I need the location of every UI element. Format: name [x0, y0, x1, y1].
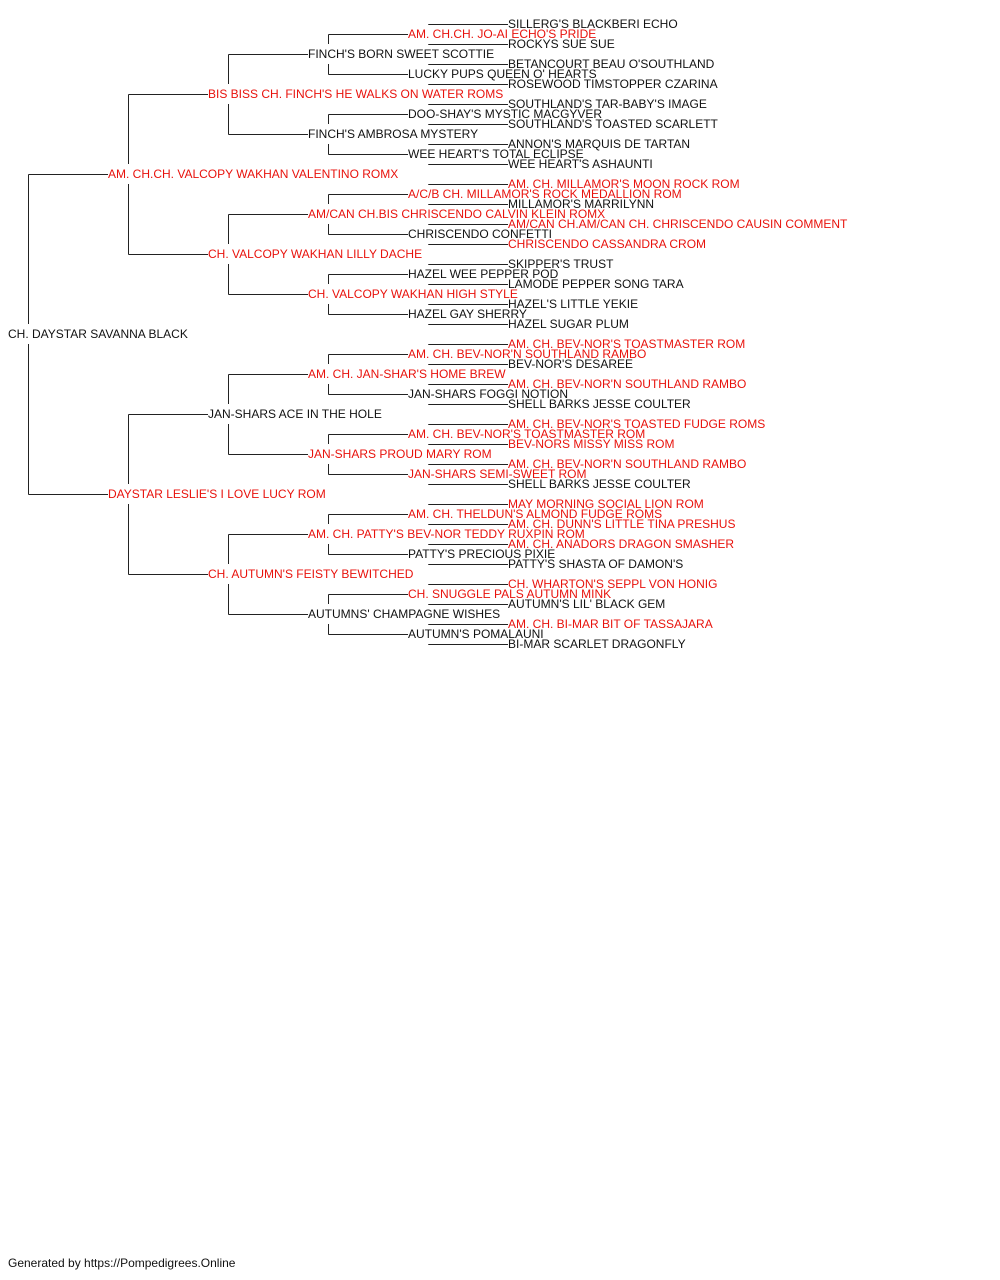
ancestor-name: A/C/B CH. MILLAMOR'S ROCK MEDALLION ROM [408, 187, 682, 201]
ancestor-name: ANNON'S MARQUIS DE TARTAN [508, 137, 690, 151]
ancestor-name: AM. CH.CH. VALCOPY WAKHAN VALENTINO ROMX [108, 167, 398, 181]
ancestor-name: AUTUMN'S POMALAUNI [408, 627, 544, 641]
ancestor-name: SHELL BARKS JESSE COULTER [508, 397, 691, 411]
ancestor-name: AUTUMN'S LIL' BLACK GEM [508, 597, 665, 611]
ancestor-name: AM. CH. BEV-NOR'N SOUTHLAND RAMBO [508, 457, 746, 471]
ancestor-name: JAN-SHARS PROUD MARY ROM [308, 447, 492, 461]
generated-by-footer: Generated by https://Pompedigrees.Online [8, 1256, 236, 1270]
ancestor-name: DOO-SHAY'S MYSTIC MACGYVER [408, 107, 602, 121]
ancestor-name: AUTUMNS' CHAMPAGNE WISHES [308, 607, 500, 621]
ancestor-name: CH. AUTUMN'S FEISTY BEWITCHED [208, 567, 414, 581]
ancestor-name: JAN-SHARS ACE IN THE HOLE [208, 407, 382, 421]
subject-dog-name: CH. DAYSTAR SAVANNA BLACK [8, 327, 188, 341]
ancestor-name: AM. CH.CH. JO-AI ECHO'S PRIDE [408, 27, 596, 41]
ancestor-name: AM/CAN CH.AM/CAN CH. CHRISCENDO CAUSIN C… [508, 217, 848, 231]
ancestor-name: PATTY'S PRECIOUS PIXIE [408, 547, 555, 561]
ancestor-name: AM. CH. BI-MAR BIT OF TASSAJARA [508, 617, 713, 631]
ancestor-name: AM. CH. MILLAMOR'S MOON ROCK ROM [508, 177, 740, 191]
ancestor-name: DAYSTAR LESLIE'S I LOVE LUCY ROM [108, 487, 326, 501]
ancestor-name: WEE HEART'S TOTAL ECLIPSE [408, 147, 584, 161]
ancestor-name: HAZEL'S LITTLE YEKIE [508, 297, 638, 311]
ancestor-name: AM. CH. BEV-NOR'S TOASTED FUDGE ROMS [508, 417, 765, 431]
ancestor-name: AM/CAN CH.BIS CHRISCENDO CALVIN KLEIN RO… [308, 207, 605, 221]
ancestor-name: SHELL BARKS JESSE COULTER [508, 477, 691, 491]
ancestor-name: FINCH'S BORN SWEET SCOTTIE [308, 47, 494, 61]
ancestor-name: LUCKY PUPS QUEEN O' HEARTS [408, 67, 597, 81]
ancestor-name: HAZEL SUGAR PLUM [508, 317, 629, 331]
ancestor-name: CH. VALCOPY WAKHAN LILLY DACHE [208, 247, 422, 261]
ancestor-name: CH. WHARTON'S SEPPL VON HONIG [508, 577, 717, 591]
ancestor-name: CH. VALCOPY WAKHAN HIGH STYLE [308, 287, 518, 301]
ancestor-name: SOUTHLAND'S TAR-BABY'S IMAGE [508, 97, 707, 111]
ancestor-name: BI-MAR SCARLET DRAGONFLY [508, 637, 686, 651]
ancestor-name: AM. CH. PATTY'S BEV-NOR TEDDY RUXPIN ROM [308, 527, 585, 541]
ancestor-name: AM. CH. BEV-NOR'N SOUTHLAND RAMBO [408, 347, 646, 361]
ancestor-name: AM. CH. JAN-SHAR'S HOME BREW [308, 367, 506, 381]
ancestor-name: LAMODE PEPPER SONG TARA [508, 277, 684, 291]
ancestor-name: SOUTHLAND'S TOASTED SCARLETT [508, 117, 719, 131]
ancestor-name: AM. CH. BEV-NOR'S TOASTMASTER ROM [508, 337, 745, 351]
ancestor-name: AM. CH. ANADORS DRAGON SMASHER [508, 537, 734, 551]
ancestor-name: HAZEL GAY SHERRY [408, 307, 527, 321]
ancestor-name: ROSEWOOD TIMSTOPPER CZARINA [508, 77, 718, 91]
ancestor-name: FINCH'S AMBROSA MYSTERY [308, 127, 478, 141]
ancestor-name: SILLERG'S BLACKBERI ECHO [508, 17, 678, 31]
ancestor-name: AM. CH. BEV-NOR'N SOUTHLAND RAMBO [508, 377, 746, 391]
ancestor-name: BEV-NORS MISSY MISS ROM [508, 437, 674, 451]
ancestor-name: HAZEL WEE PEPPER POD [408, 267, 559, 281]
ancestor-name: BIS BISS CH. FINCH'S HE WALKS ON WATER R… [208, 87, 503, 101]
ancestor-name: ROCKYS SUE SUE [508, 37, 615, 51]
ancestor-name: WEE HEART'S ASHAUNTI [508, 157, 653, 171]
ancestor-name: JAN-SHARS FOGGI NOTION [408, 387, 568, 401]
ancestor-name: BEV-NOR'S DESAREE [508, 357, 633, 371]
ancestor-name: SKIPPER'S TRUST [508, 257, 614, 271]
ancestor-name: MAY MORNING SOCIAL LION ROM [508, 497, 704, 511]
ancestor-name: CHRISCENDO CASSANDRA CROM [508, 237, 706, 251]
ancestor-name: BETANCOURT BEAU O'SOUTHLAND [508, 57, 715, 71]
ancestor-name: AM. CH. BEV-NOR'S TOASTMASTER ROM [408, 427, 645, 441]
ancestor-name: AM. CH. THELDUN'S ALMOND FUDGE ROMS [408, 507, 662, 521]
ancestor-name: CH. SNUGGLE PALS AUTUMN MINK [408, 587, 611, 601]
ancestor-name: AM. CH. DUNN'S LITTLE TINA PRESHUS [508, 517, 735, 531]
ancestor-name: CHRISCENDO CONFETTI [408, 227, 552, 241]
ancestor-name: JAN-SHARS SEMI-SWEET ROM [408, 467, 586, 481]
ancestor-name: MILLAMOR'S MARRILYNN [508, 197, 654, 211]
ancestor-name: PATTY'S SHASTA OF DAMON'S [508, 557, 683, 571]
